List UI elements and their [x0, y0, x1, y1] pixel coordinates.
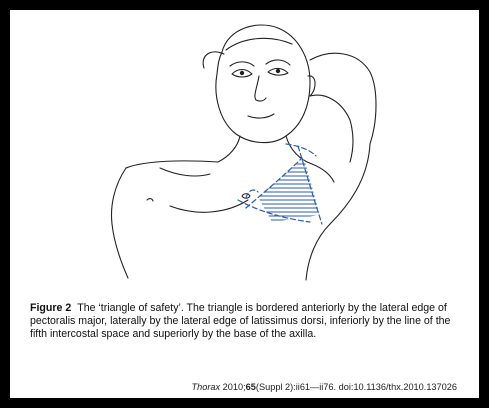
citation-volume: 65: [246, 382, 256, 392]
journal-name: Thorax: [192, 382, 221, 392]
fifth-intercostal-line: [238, 200, 310, 222]
caption-text: The ‘triangle of safety’. The triangle i…: [30, 302, 450, 340]
triangle-of-safety-illustration: [10, 10, 479, 290]
journal-citation: Thorax 2010;65(Suppl 2):ii61—ii76. doi:1…: [192, 382, 458, 392]
figure-label: Figure 2: [30, 302, 71, 314]
citation-rest: (Suppl 2):ii61—ii76. doi:10.1136/thx.201…: [256, 382, 457, 392]
head-outline: [216, 25, 310, 143]
citation-year: 2010;: [223, 382, 246, 392]
